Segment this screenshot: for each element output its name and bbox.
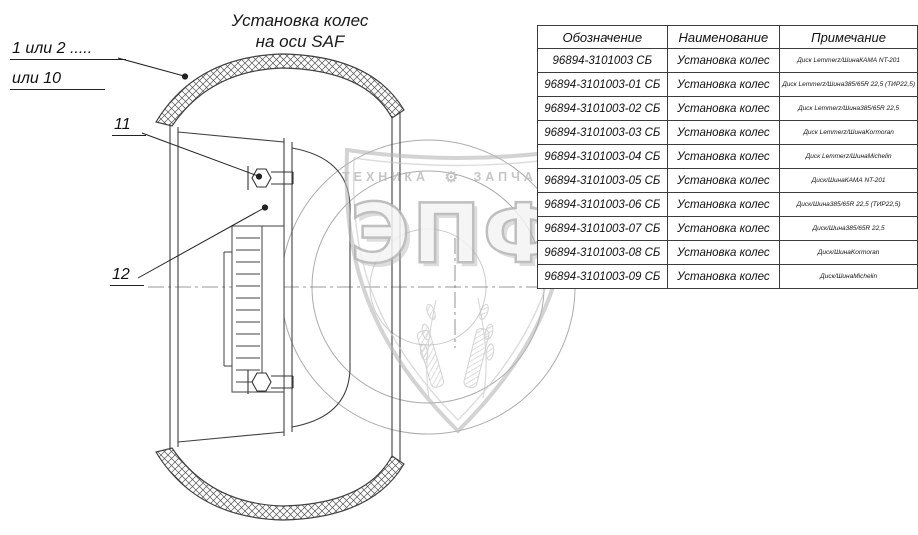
cell-note: Диск/ШинаMichelin [779,264,918,289]
cell-designation: 96894-3101003-07 СБ [537,216,668,241]
table-row: 96894-3101003-05 СБ Установка колес Диск… [537,168,918,193]
cell-designation: 96894-3101003-08 СБ [537,240,668,265]
cell-note: Диск Lemmerz/ШинаКАМА NT-201 [779,48,918,73]
cell-designation: 96894-3101003-02 СБ [537,96,668,121]
cell-note: Диск Lemmerz/ШинаKormoran [779,120,918,145]
wheel-bolt-top [247,166,294,190]
col-header-designation: Обозначение [537,25,668,49]
cell-designation: 96894-3101003-05 СБ [537,168,668,193]
cell-note: Диск/Шина385/65R 22,5 [779,216,918,241]
table-row: 96894-3101003-04 СБ Установка колес Диск… [537,144,918,169]
cell-designation: 96894-3101003-09 СБ [537,264,668,289]
cell-designation: 96894-3101003-03 СБ [537,120,668,145]
col-header-note: Примечание [779,25,918,49]
leader-lines [117,57,269,279]
watermark-logo: ЭПФ [349,187,567,282]
table-row: 96894-3101003-09 СБ Установка колес Диск… [537,264,918,289]
drawing-title-line2: на оси SAF [255,32,345,52]
cell-name: Установка колес [666,264,781,289]
cell-name: Установка колес [666,120,781,145]
cell-note: Диск Lemmerz/Шина385/65R 22,5 (ТИР22,5) [779,72,918,97]
cell-name: Установка колес [666,240,781,265]
cell-name: Установка колес [666,72,781,97]
cell-name: Установка колес [666,216,781,241]
wheat-sheaf-bars [416,328,490,389]
tire-section-bottom [155,447,405,521]
tire-section-top [155,53,405,127]
table-row: 96894-3101003-03 СБ Установка колес Диск… [537,120,918,145]
cell-note: Диск Lemmerz/Шина385/65R 22,5 [779,96,918,121]
callout-pos-1-2: 1 или 2 ..... [10,40,127,60]
cell-note: Диск/Шина385/65R 22,5 (ТИР22,5) [779,192,918,217]
rim-profile [169,112,401,462]
wheel-bolt-bottom [247,370,294,394]
cell-designation: 96894-3101003-04 СБ [537,144,668,169]
table-row: 96894-3101003 СБ Установка колес Диск Le… [537,48,918,73]
table-row: 96894-3101003-06 СБ Установка колес Диск… [537,192,918,217]
table-row: 96894-3101003-07 СБ Установка колес Диск… [537,216,918,241]
centerlines [148,238,572,348]
cell-name: Установка колес [666,48,781,73]
gear-icon: ⚙ [444,169,458,186]
cell-note: Диск/ШинаKormoran [779,240,918,265]
cell-note: Диск/ШинаКАМА NT-201 [779,168,918,193]
cell-name: Установка колес [666,192,781,217]
cell-designation: 96894-3101003 СБ [537,48,668,73]
callout-pos-11: 11 [112,116,146,136]
table-row: 96894-3101003-08 СБ Установка колес Диск… [537,240,918,265]
cell-name: Установка колес [666,96,781,121]
col-header-name: Наименование [666,25,781,49]
callout-pos-10: или 10 [10,70,106,90]
table-row: 96894-3101003-02 СБ Установка колес Диск… [537,96,918,121]
cell-name: Установка колес [666,168,781,193]
callout-pos-12: 12 [110,266,144,286]
hub-assembly [223,225,285,393]
watermark-tagline-left: ТЕХНИКА [342,170,429,184]
cell-designation: 96894-3101003-01 СБ [537,72,668,97]
drawing-title: Установка колес на оси SAF [178,10,422,53]
cell-designation: 96894-3101003-06 СБ [537,192,668,217]
parts-table: Обозначение Наименование Примечание 9689… [537,25,918,289]
cell-note: Диск Lemmerz/ШинаMichelin [779,144,918,169]
parts-table-container: Обозначение Наименование Примечание 9689… [537,25,918,289]
epf-shield-watermark [344,147,572,434]
table-row: 96894-3101003-01 СБ Установка колес Диск… [537,72,918,97]
table-header-row: Обозначение Наименование Примечание [537,25,918,49]
drawing-title-line1: Установка колес [231,11,369,30]
cell-name: Установка колес [666,144,781,169]
